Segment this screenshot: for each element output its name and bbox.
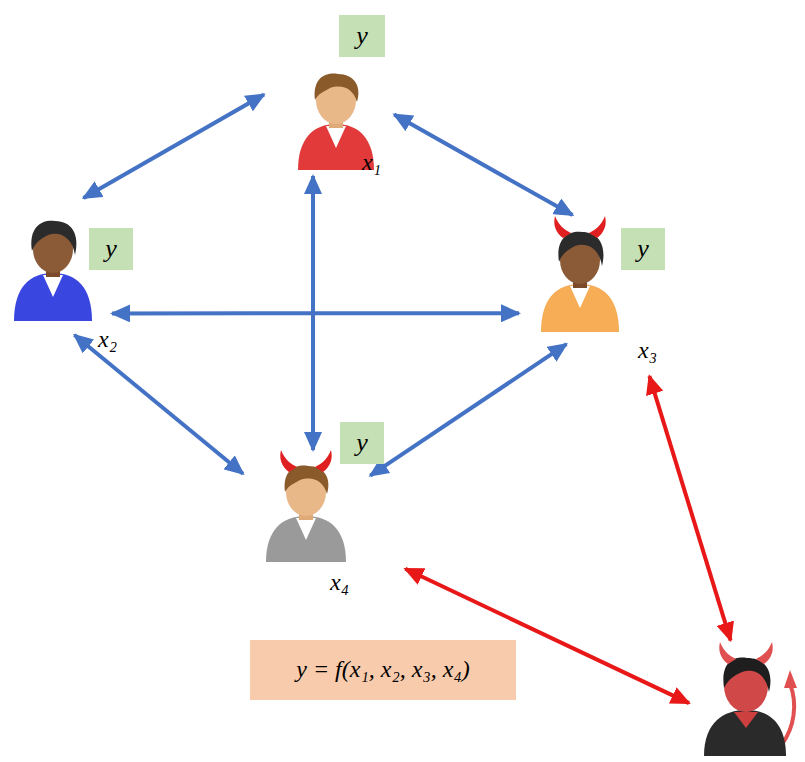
party-node: x₄ (260, 456, 352, 562)
party-label: x₃ (638, 336, 657, 364)
party-node: x₁ (290, 66, 382, 170)
output-box: y (340, 422, 384, 464)
party-link (112, 311, 519, 315)
party-link (84, 95, 265, 199)
output-label: y (105, 234, 117, 264)
party-node: x₃ (533, 222, 627, 332)
adversary-link (649, 376, 730, 640)
adversary-node (698, 648, 798, 756)
person-icon (14, 221, 92, 321)
party-link (370, 344, 566, 475)
party-link (394, 115, 572, 216)
output-box: y (621, 228, 665, 270)
output-label: y (356, 21, 368, 51)
output-box: y (89, 228, 133, 270)
formula-box: y = f(x₁, x₂, x₃, x₄) (250, 640, 516, 700)
party-label: x₂ (98, 325, 117, 353)
party-label: x₄ (330, 568, 349, 596)
output-label: y (637, 234, 649, 264)
party-label: x₁ (362, 148, 381, 176)
formula-text: y = f(x₁, x₂, x₃, x₄) (296, 656, 469, 684)
output-box: y (339, 15, 385, 57)
horned-person-icon (541, 216, 619, 332)
output-label: y (356, 428, 368, 458)
party-node: x₂ (8, 213, 98, 321)
horned-person-icon (266, 450, 346, 562)
party-link (75, 335, 244, 474)
devil-icon (704, 642, 797, 756)
